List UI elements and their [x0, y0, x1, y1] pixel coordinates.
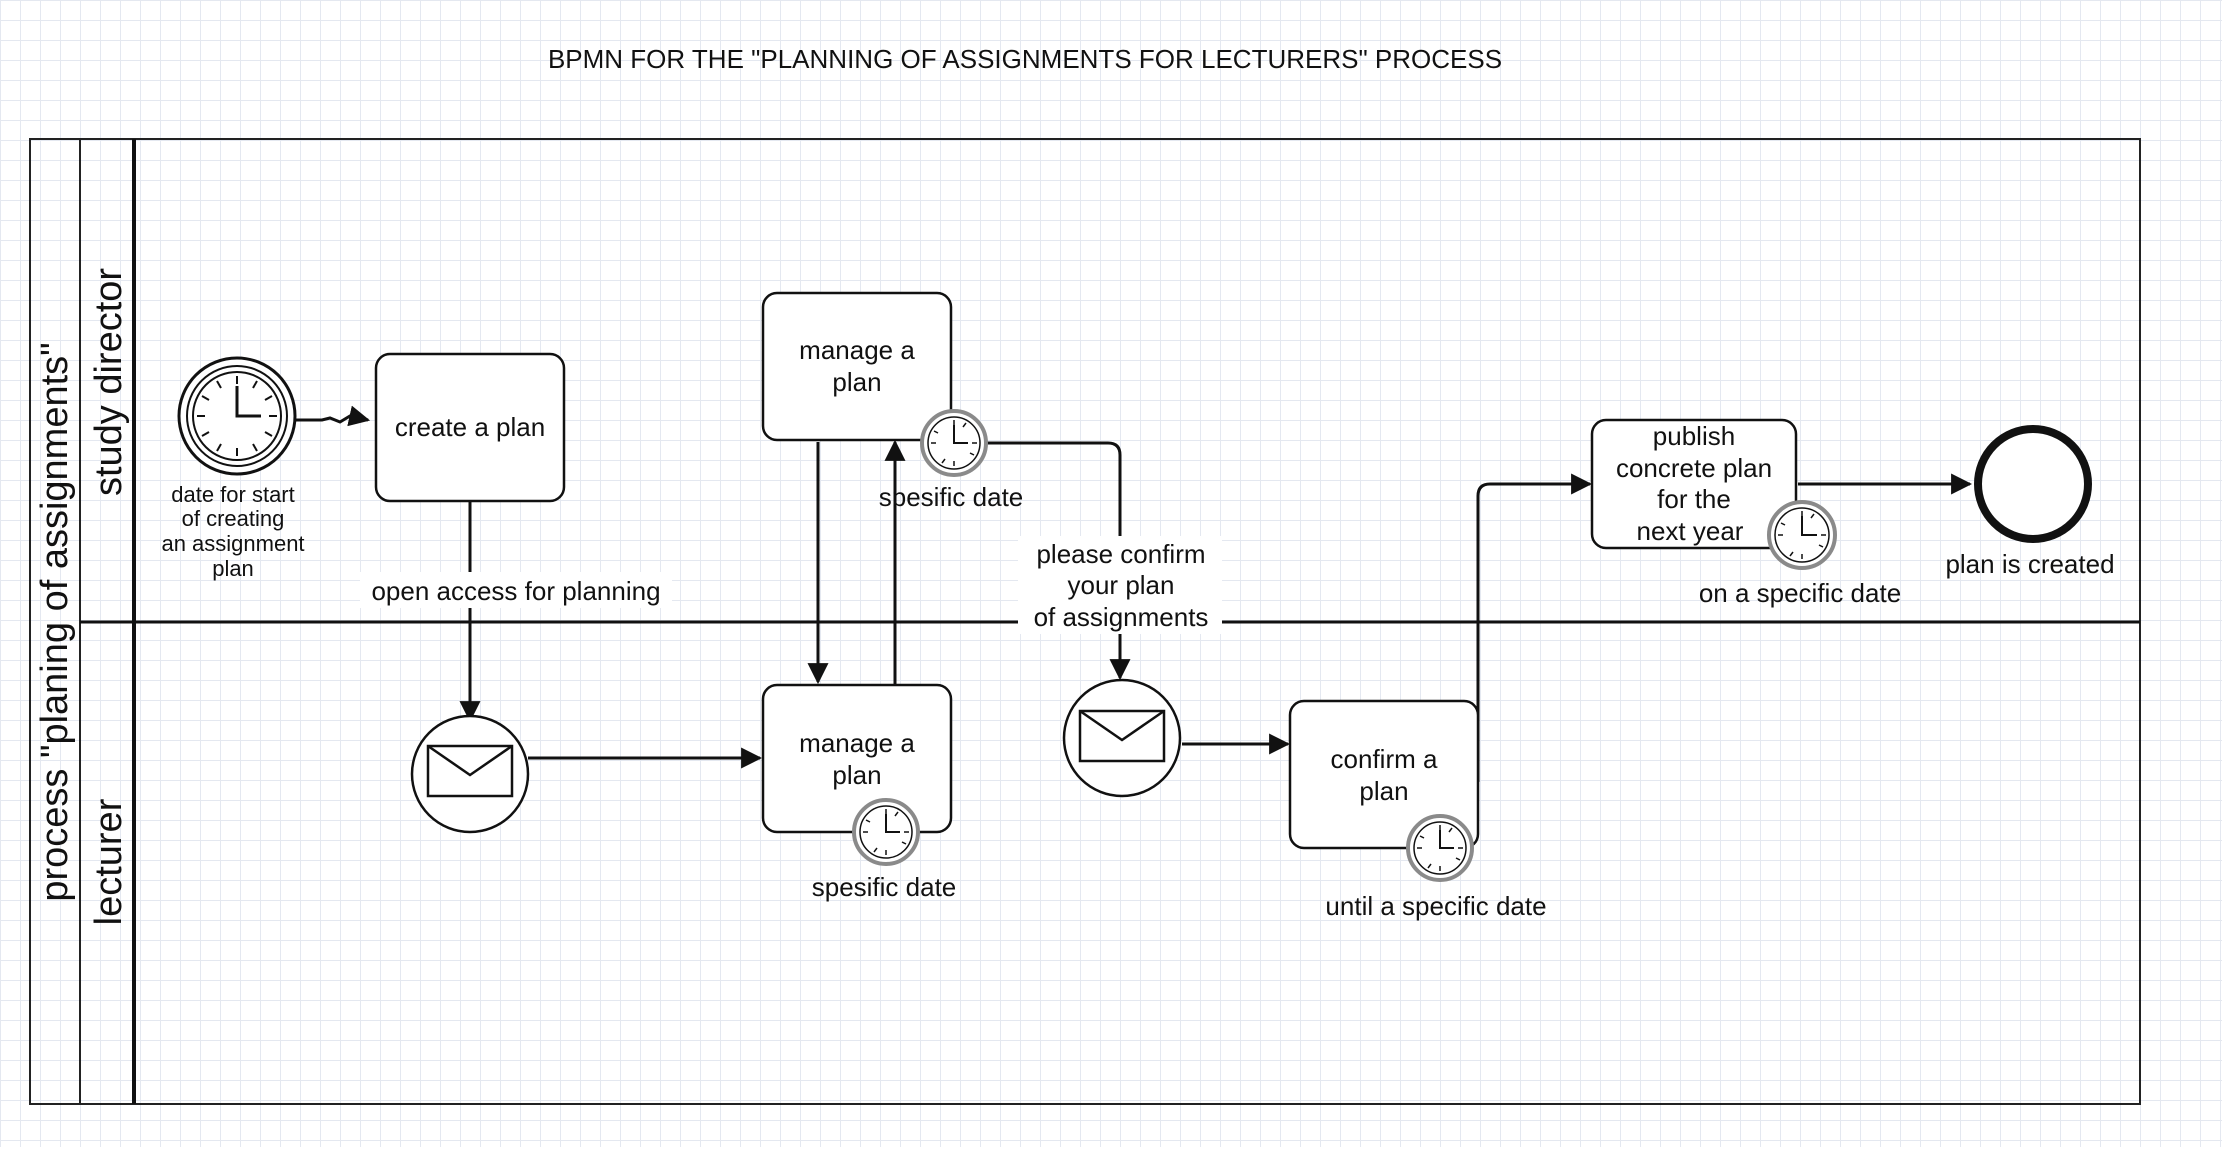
svg-text:plan: plan	[212, 556, 254, 581]
clock-icon	[927, 416, 981, 470]
task-publish-plan[interactable]: publish concrete plan for the next year	[1590, 418, 1798, 550]
timer-boundary-event-publish[interactable]	[1767, 500, 1837, 570]
svg-text:manage a: manage a	[799, 728, 915, 758]
clock-icon	[192, 371, 282, 461]
svg-text:plan: plan	[832, 367, 881, 397]
flow-start-to-create	[296, 405, 371, 427]
envelope-icon	[1078, 709, 1166, 763]
svg-text:plan: plan	[1359, 776, 1408, 806]
svg-text:of creating: of creating	[182, 506, 285, 531]
task-create-plan[interactable]: create a plan	[374, 352, 566, 503]
sequence-flows	[296, 405, 1973, 782]
pool-label: process "planing of assignments"	[34, 342, 76, 901]
timer-label-lecturer: spesific date	[812, 872, 957, 902]
message-event-2[interactable]	[1062, 678, 1182, 798]
timer-boundary-event-lecturer[interactable]	[852, 798, 920, 866]
svg-text:an assignment: an assignment	[161, 531, 304, 556]
svg-text:concrete plan: concrete plan	[1616, 453, 1772, 483]
timer-boundary-event-director[interactable]	[920, 409, 988, 477]
task-manage-plan-director[interactable]: manage a plan	[761, 291, 953, 442]
timer-boundary-event-confirm[interactable]	[1406, 814, 1474, 882]
svg-text:for the: for the	[1657, 484, 1731, 514]
end-event-label: plan is created	[1945, 549, 2114, 579]
svg-text:confirm a: confirm a	[1331, 744, 1438, 774]
clock-icon	[1413, 821, 1467, 875]
svg-text:date for start: date for start	[171, 482, 295, 507]
svg-text:manage a: manage a	[799, 335, 915, 365]
pool: process "planing of assignments" study d…	[29, 138, 2141, 1105]
task-confirm-plan[interactable]: confirm a plan	[1288, 699, 1480, 850]
flow-label-please-confirm-line-1: please confirm	[1036, 539, 1205, 569]
flow-label-open-access-text: open access for planning	[371, 576, 660, 606]
envelope-icon	[426, 744, 514, 798]
flow-label-please-confirm-line-2: your plan	[1068, 570, 1175, 600]
flow-timer-to-message	[980, 441, 1131, 681]
flow-confirm-to-publish	[1476, 473, 1593, 782]
clock-icon	[1774, 507, 1830, 563]
end-event[interactable]	[1974, 425, 2092, 543]
message-event-1[interactable]	[410, 714, 530, 834]
lane-label-lecturer: lecturer	[88, 798, 130, 925]
timer-label-director: spesific date	[879, 482, 1024, 512]
diagram-title: BPMN FOR THE "PLANNING OF ASSIGNMENTS FO…	[548, 44, 1502, 74]
svg-text:next year: next year	[1637, 516, 1744, 546]
flow-label-open-access: open access for planning	[360, 572, 672, 608]
timer-label-confirm: until a specific date	[1325, 891, 1546, 921]
clock-icon	[859, 805, 913, 859]
svg-text:publish: publish	[1653, 421, 1735, 451]
flow-label-please-confirm-line-3: of assignments	[1034, 602, 1209, 632]
svg-text:plan: plan	[832, 760, 881, 790]
task-manage-plan-lecturer[interactable]: manage a plan	[761, 683, 953, 834]
start-timer-event[interactable]	[177, 356, 297, 476]
timer-label-publish: on a specific date	[1699, 578, 1901, 608]
flow-label-please-confirm: please confirm your plan of assignments	[1018, 536, 1222, 634]
task-create-plan-label: create a plan	[395, 412, 545, 442]
start-event-label: date for start of creating an assignment…	[161, 482, 304, 581]
lane-label-study-director: study director	[88, 268, 130, 496]
